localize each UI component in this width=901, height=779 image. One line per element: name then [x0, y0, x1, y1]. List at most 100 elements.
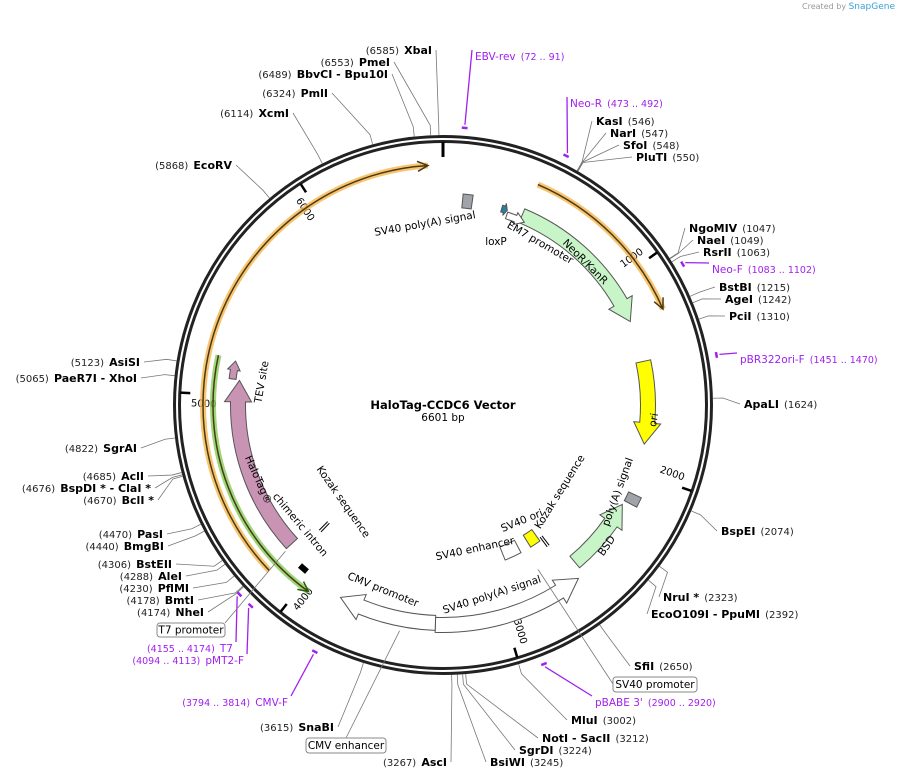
enzyme-site[interactable]: (3267) AscI	[383, 751, 447, 770]
feature-kozak-sequence[interactable]: Kozak sequence	[314, 464, 372, 540]
enzyme-name: BmtI	[165, 594, 194, 607]
enzyme-position: (547)	[641, 129, 668, 140]
enzyme-position: (3002)	[603, 716, 636, 727]
enzyme-site[interactable]: (4676) BspDI * - ClaI *	[22, 477, 151, 496]
feature-neor-kanr[interactable]: NeoR/KanR	[518, 208, 633, 323]
enzyme-site[interactable]: KasI (546)	[596, 110, 655, 129]
enzyme-leader	[185, 563, 226, 577]
enzyme-site[interactable]: NgoMIV (1047)	[689, 217, 776, 236]
enzyme-site[interactable]: (6114) XcmI	[220, 102, 289, 121]
feature-cmv-promoter[interactable]: CMV promoter	[339, 570, 437, 631]
enzyme-site[interactable]: (4470) PasI	[99, 523, 163, 542]
enzyme-name: AsiSI	[109, 356, 140, 369]
enzyme-site[interactable]: SfoI (548)	[623, 134, 679, 153]
enzyme-site[interactable]: RsrII (1063)	[703, 241, 770, 260]
feature-sv40-poly-a-signal[interactable]: SV40 poly(A) signal	[373, 193, 477, 239]
plasmid-name: HaloTag-CCDC6 Vector	[370, 398, 516, 412]
enzyme-site[interactable]: (6585) XbaI	[366, 39, 432, 58]
enzyme-name: MluI	[571, 714, 598, 727]
orf-arrow[interactable]	[536, 181, 666, 311]
plasmid-length: 6601 bp	[421, 412, 465, 424]
enzyme-site[interactable]: (5868) EcoRV	[155, 154, 232, 173]
primer-range: (2900 .. 2920)	[648, 698, 716, 709]
feature-kozak-sequence[interactable]: Kozak sequence	[532, 453, 588, 548]
enzyme-site[interactable]: PluTI (550)	[636, 146, 699, 165]
enzyme-site[interactable]: BspEI (2074)	[721, 520, 794, 539]
enzyme-site[interactable]: NaeI (1049)	[697, 229, 764, 248]
enzyme-position: (4306)	[98, 560, 131, 571]
enzyme-site[interactable]: (4440) BmgBI	[85, 535, 164, 554]
svg-text:pBABE 3' (2900 .. 2920): pBABE 3' (2900 .. 2920)	[595, 691, 716, 710]
enzyme-leader	[450, 674, 453, 763]
primer-t7[interactable]: (4155 .. 4174) T7	[147, 591, 243, 656]
feature-ori[interactable]: ori	[632, 359, 662, 446]
orf-arrow[interactable]	[200, 160, 430, 573]
enzyme-site[interactable]: (6324) PmlI	[262, 82, 328, 101]
enzyme-position: (550)	[672, 153, 699, 164]
enzyme-site[interactable]: SfiI (2650)	[634, 655, 693, 674]
feature-callout-t7-promoter[interactable]: T7 promoter	[156, 550, 286, 638]
enzyme-site[interactable]: (6553) PmeI	[321, 51, 390, 70]
enzyme-leader	[192, 575, 235, 589]
enzyme-site[interactable]: SgrDI (3224)	[519, 739, 592, 758]
enzyme-site[interactable]: NarI (547)	[610, 122, 668, 141]
enzyme-name: SnaBI	[298, 721, 334, 734]
enzyme-leader	[671, 251, 700, 263]
feature-callout-sv40-promoter[interactable]: SV40 promoter	[537, 569, 698, 693]
enzyme-site[interactable]: BstBI (1215)	[719, 276, 790, 295]
enzyme-site[interactable]: EcoO109I - PpuMI (2392)	[651, 603, 798, 622]
enzyme-leader	[692, 298, 722, 304]
feature-loxp[interactable]: loxP	[485, 203, 508, 248]
enzyme-position: (5123)	[71, 358, 104, 369]
feature-callout-cmv-enhancer[interactable]: CMV enhancer	[305, 630, 400, 754]
enzyme-name: SgrDI	[519, 744, 553, 757]
enzyme-site[interactable]: NruI * (2323)	[663, 586, 738, 605]
primer-cmv-f[interactable]: (3794 .. 3814) CMV-F	[182, 649, 318, 710]
enzyme-site[interactable]: NotI - SacII (3212)	[542, 727, 649, 746]
tick-mark	[299, 183, 308, 193]
feature-label: SV40 poly(A) signal	[373, 209, 476, 239]
enzyme-site[interactable]: (5065) PaeR7I - XhoI	[16, 367, 137, 386]
primer-neo-f[interactable]: Neo-F (1083 .. 1102)	[680, 258, 816, 277]
enzyme-site[interactable]: AgeI (1242)	[725, 288, 791, 307]
enzyme-leader	[658, 565, 669, 598]
enzyme-name: NaeI	[697, 234, 725, 247]
enzyme-name: NotI - SacII	[542, 732, 610, 745]
enzyme-leader	[669, 227, 686, 259]
enzyme-site[interactable]: (5123) AsiSI	[71, 351, 140, 370]
enzyme-site[interactable]: (4685) AclI	[83, 465, 144, 484]
enzyme-site[interactable]: (4670) BclI *	[83, 489, 154, 508]
enzyme-site[interactable]: (4230) PflMI	[119, 577, 189, 596]
primer-name: pBABE 3'	[595, 697, 643, 709]
enzyme-site[interactable]: MluI (3002)	[571, 709, 636, 728]
enzyme-site[interactable]: (4174) NheI	[137, 601, 204, 620]
enzyme-name: NarI	[610, 127, 636, 140]
feature-sv40-poly-a-signal[interactable]: SV40 poly(A) signal	[434, 573, 580, 633]
enzyme-site[interactable]: (3615) SnaBI	[260, 716, 334, 735]
feature-sv40-enhancer[interactable]: SV40 enhancer	[435, 535, 522, 564]
enzyme-site[interactable]: (4822) SgrAI	[65, 437, 137, 456]
enzyme-position: (548)	[652, 141, 679, 152]
enzyme-name: SgrAI	[103, 442, 137, 455]
callout-text: T7 promoter	[157, 625, 224, 637]
enzyme-name: NgoMIV	[689, 222, 738, 235]
enzyme-site[interactable]: (4306) BstEII	[98, 553, 172, 572]
enzyme-site[interactable]: PciI (1310)	[729, 305, 790, 324]
primer-pbr322ori-f[interactable]: pBR322ori-F (1451 .. 1470)	[714, 348, 878, 367]
primer-ebv-rev[interactable]: EBV-rev (72 .. 91)	[461, 45, 565, 130]
enzyme-leader	[577, 156, 633, 172]
primer-name: pBR322ori-F	[740, 354, 805, 366]
primer-range: (72 .. 91)	[521, 52, 565, 63]
enzyme-site[interactable]: (6489) BbvCI - Bpu10I	[258, 63, 388, 82]
enzyme-name: XcmI	[258, 107, 289, 120]
enzyme-site[interactable]: ApaLI (1624)	[744, 393, 817, 412]
enzyme-site[interactable]: (4288) AleI	[120, 565, 182, 584]
enzyme-site[interactable]: BsiWI (3245)	[490, 751, 563, 770]
orf-arrow[interactable]	[210, 354, 311, 594]
primer-pmt2-f[interactable]: (4094 .. 4113) pMT2-F	[132, 602, 254, 668]
primer-neo-r[interactable]: Neo-R (473 .. 492)	[562, 92, 663, 159]
enzyme-site[interactable]: (4178) BmtI	[126, 589, 194, 608]
primer-pbabe-3-[interactable]: pBABE 3' (2900 .. 2920)	[540, 661, 716, 710]
enzyme-name: BclI *	[122, 494, 155, 507]
